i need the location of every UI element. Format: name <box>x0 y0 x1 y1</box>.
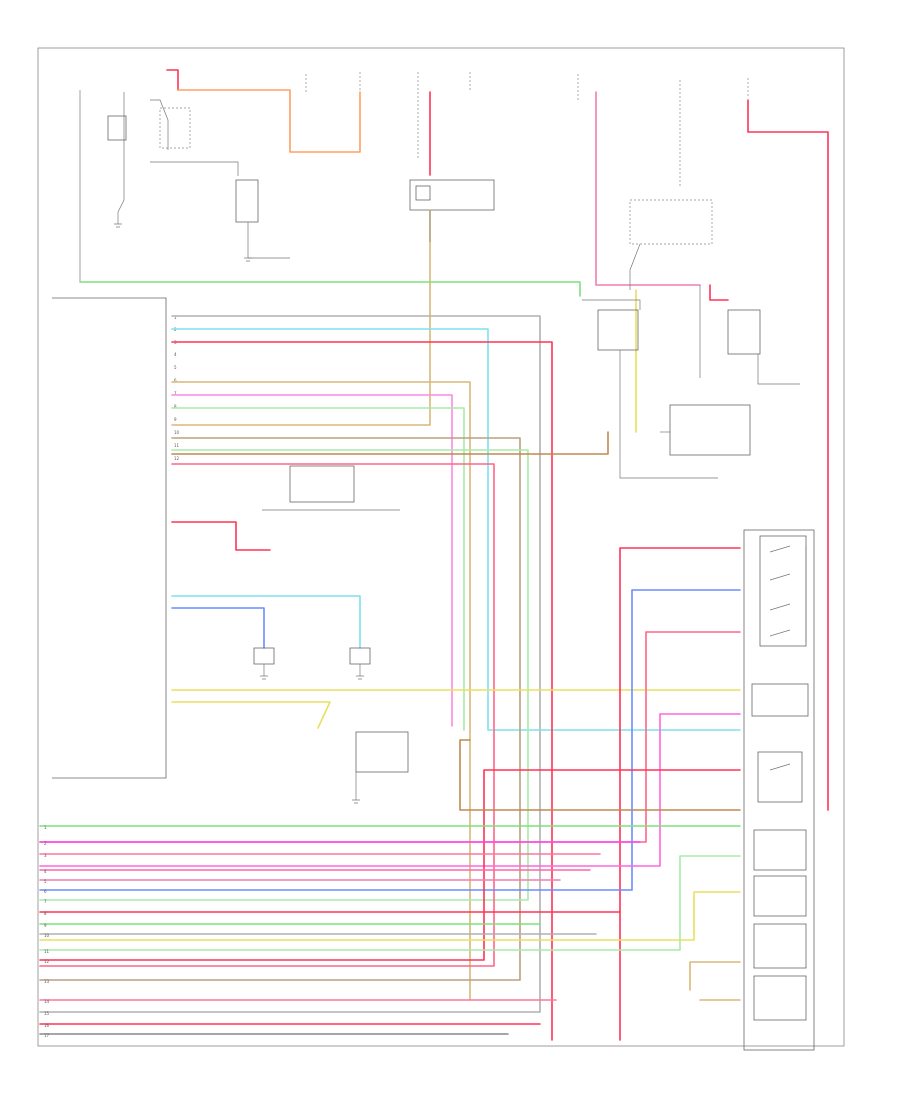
svg-text:5: 5 <box>44 879 47 884</box>
svg-text:13: 13 <box>44 979 50 984</box>
svg-text:9: 9 <box>44 923 47 928</box>
svg-text:12: 12 <box>174 456 180 461</box>
connector-wires <box>39 547 741 1041</box>
svg-text:1: 1 <box>174 315 177 320</box>
svg-text:2: 2 <box>44 841 47 846</box>
svg-text:8: 8 <box>174 404 177 409</box>
svg-text:6: 6 <box>44 889 47 894</box>
svg-text:12: 12 <box>44 959 50 964</box>
control-module: 1 2 3 4 5 6 7 8 9 10 11 12 <box>52 297 180 779</box>
brake-switch-circuit <box>577 74 829 811</box>
transmission-connector <box>743 529 815 1051</box>
svg-text:7: 7 <box>174 391 177 396</box>
svg-text:7: 7 <box>44 899 47 904</box>
module-output-wires <box>39 281 741 1041</box>
svg-text:10: 10 <box>174 430 180 435</box>
fuel-pump-circuit <box>79 69 361 282</box>
svg-text:3: 3 <box>44 853 47 858</box>
svg-text:16: 16 <box>44 1023 50 1028</box>
diagram-frame <box>37 47 845 1047</box>
svg-text:11: 11 <box>174 443 180 448</box>
svg-text:1: 1 <box>44 825 47 830</box>
svg-text:15: 15 <box>44 1011 50 1016</box>
lower-pin-list: 1 2 3 4 5 6 7 8 9 10 11 12 13 14 15 16 1… <box>44 825 50 1038</box>
ground-symbols <box>114 223 364 804</box>
svg-text:6: 6 <box>174 378 177 383</box>
speed-sensors <box>253 647 409 800</box>
svg-text:14: 14 <box>44 999 50 1004</box>
svg-text:10: 10 <box>44 933 50 938</box>
svg-text:5: 5 <box>174 365 177 370</box>
svg-text:4: 4 <box>44 869 47 874</box>
svg-text:17: 17 <box>44 1033 50 1038</box>
module-pin-column: 1 2 3 4 5 6 7 8 9 10 11 12 <box>174 315 180 461</box>
svg-text:4: 4 <box>174 352 177 357</box>
svg-text:11: 11 <box>44 949 50 954</box>
range-switch-contacts <box>769 545 807 771</box>
hot-in-run-fuse <box>171 72 495 426</box>
svg-text:8: 8 <box>44 911 47 916</box>
svg-text:9: 9 <box>174 417 177 422</box>
